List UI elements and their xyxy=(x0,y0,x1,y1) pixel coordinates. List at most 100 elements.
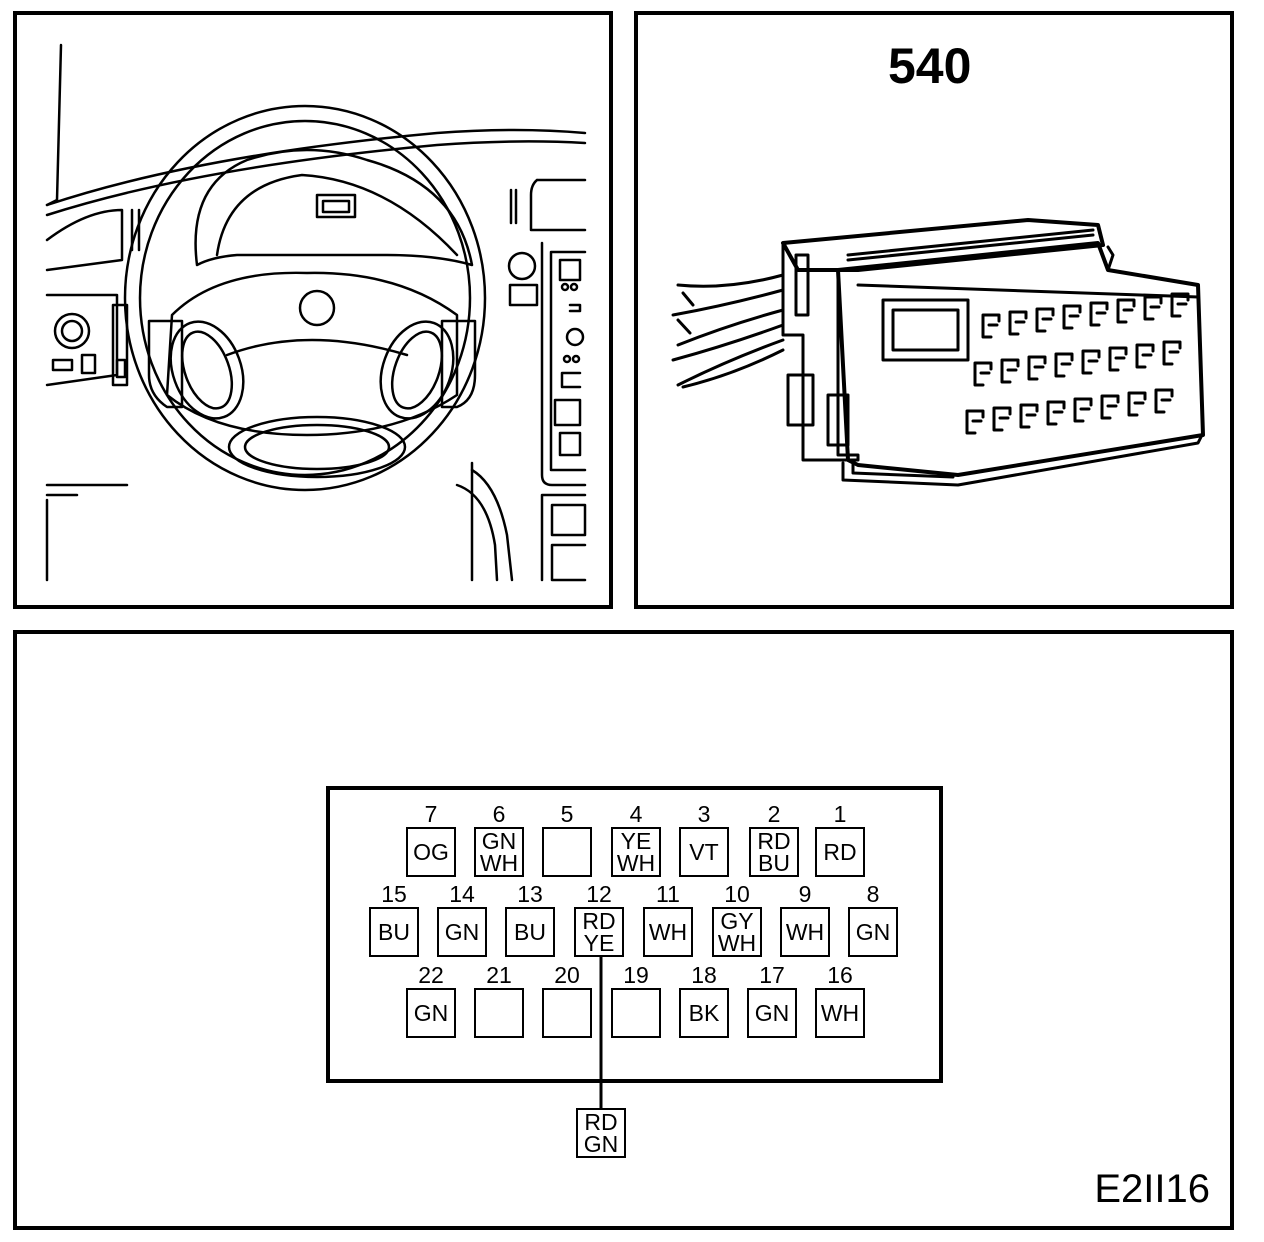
pin-number: 11 xyxy=(656,881,680,907)
wire-color: GN xyxy=(444,919,480,945)
pin-cavity: RD xyxy=(815,827,865,877)
connector-cavity xyxy=(1073,397,1093,423)
connector-cavity xyxy=(1170,292,1190,318)
splice-wire-box: RD GN xyxy=(576,1108,626,1158)
pin-number: 17 xyxy=(759,962,785,988)
pin-cavity: GN xyxy=(747,988,797,1038)
connector-housing xyxy=(326,786,943,1083)
pin-cavity: WH xyxy=(815,988,865,1038)
connector-cavity xyxy=(1135,343,1155,369)
wire-color: WH xyxy=(648,919,688,945)
connector-label: 540 xyxy=(888,38,972,94)
pin-cavity: GN xyxy=(437,907,487,957)
pin-number: 3 xyxy=(697,801,711,827)
pin-cavity: WH xyxy=(780,907,830,957)
connector-cavity xyxy=(1062,304,1082,330)
pin-number: 12 xyxy=(586,881,612,907)
pin-number: 19 xyxy=(623,962,649,988)
wire-color: YE xyxy=(620,828,652,854)
pin-cavity xyxy=(611,988,661,1038)
connector-illustration xyxy=(671,218,1205,487)
pin-number: 13 xyxy=(517,881,543,907)
wire-color: VT xyxy=(689,839,719,865)
wire-color: YE xyxy=(583,930,615,956)
wire-color: GN xyxy=(855,919,891,945)
pin-number: 16 xyxy=(827,962,853,988)
connector-cavity xyxy=(1035,307,1055,333)
connector-cavity xyxy=(1127,391,1147,417)
connector-cavity xyxy=(1162,340,1182,366)
wire-color: WH xyxy=(717,930,757,956)
wire-color: WH xyxy=(479,850,519,876)
splice-lead xyxy=(599,953,603,1108)
connector-cavity xyxy=(1054,352,1074,378)
connector-cavity xyxy=(1154,388,1174,414)
pin-cavity: BU xyxy=(505,907,555,957)
connector-cavity xyxy=(1116,298,1136,324)
pin-number: 6 xyxy=(492,801,506,827)
wire-color: RD xyxy=(823,839,857,865)
splice-color-2: GN xyxy=(583,1131,619,1157)
pin-number: 8 xyxy=(866,881,880,907)
connector-cavity xyxy=(1081,349,1101,375)
splice-color-1: RD xyxy=(584,1109,618,1135)
pin-cavity xyxy=(542,988,592,1038)
dashboard-location-panel xyxy=(13,11,613,609)
pin-number: 1 xyxy=(833,801,847,827)
connector-cavity xyxy=(1027,355,1047,381)
wire-color: RD xyxy=(582,908,616,934)
pin-number: 7 xyxy=(424,801,438,827)
pin-number: 22 xyxy=(418,962,444,988)
connector-cavity xyxy=(1100,394,1120,420)
connector-cavity xyxy=(1108,346,1128,372)
connector-cavity xyxy=(1143,295,1163,321)
wire-color: GN xyxy=(481,828,517,854)
wire-color: BU xyxy=(378,919,410,945)
connector-cavity xyxy=(965,409,985,435)
connector-cavity xyxy=(1019,403,1039,429)
pin-number: 21 xyxy=(486,962,512,988)
pin-cavity: GN xyxy=(848,907,898,957)
wire-color: RD xyxy=(757,828,791,854)
wire-color: BU xyxy=(514,919,546,945)
wire-color: BK xyxy=(688,1000,720,1026)
pin-cavity: OG xyxy=(406,827,456,877)
pin-cavity: GN xyxy=(406,988,456,1038)
wire-color: GN xyxy=(413,1000,449,1026)
pin-number: 10 xyxy=(724,881,750,907)
wire-color: BU xyxy=(758,850,790,876)
pin-number: 9 xyxy=(798,881,812,907)
connector-cavity xyxy=(1089,301,1109,327)
pin-cavity: BK xyxy=(679,988,729,1038)
connector-cavity xyxy=(973,361,993,387)
pin-cavity: VT xyxy=(679,827,729,877)
pin-number: 2 xyxy=(767,801,781,827)
connector-cavity xyxy=(1046,400,1066,426)
pin-cavity: BU xyxy=(369,907,419,957)
connector-cavity xyxy=(1000,358,1020,384)
wire-color: GN xyxy=(754,1000,790,1026)
dashboard-illustration xyxy=(45,43,587,582)
pin-number: 18 xyxy=(691,962,717,988)
figure-code: E2II16 xyxy=(1094,1167,1210,1211)
connector-cavity xyxy=(1008,310,1028,336)
pin-number: 5 xyxy=(560,801,574,827)
wire-color: OG xyxy=(413,839,449,865)
connector-cavity xyxy=(992,406,1012,432)
pin-number: 15 xyxy=(381,881,407,907)
wire-color: WH xyxy=(616,850,656,876)
pin-cavity: WH xyxy=(643,907,693,957)
connector-illustration-panel: 540 xyxy=(634,11,1234,609)
pin-cavity xyxy=(474,988,524,1038)
pin-cavity xyxy=(542,827,592,877)
wire-color: WH xyxy=(785,919,825,945)
connector-cavity xyxy=(981,313,1001,339)
wire-color: GY xyxy=(720,908,754,934)
pin-number: 20 xyxy=(554,962,580,988)
pin-number: 14 xyxy=(449,881,475,907)
